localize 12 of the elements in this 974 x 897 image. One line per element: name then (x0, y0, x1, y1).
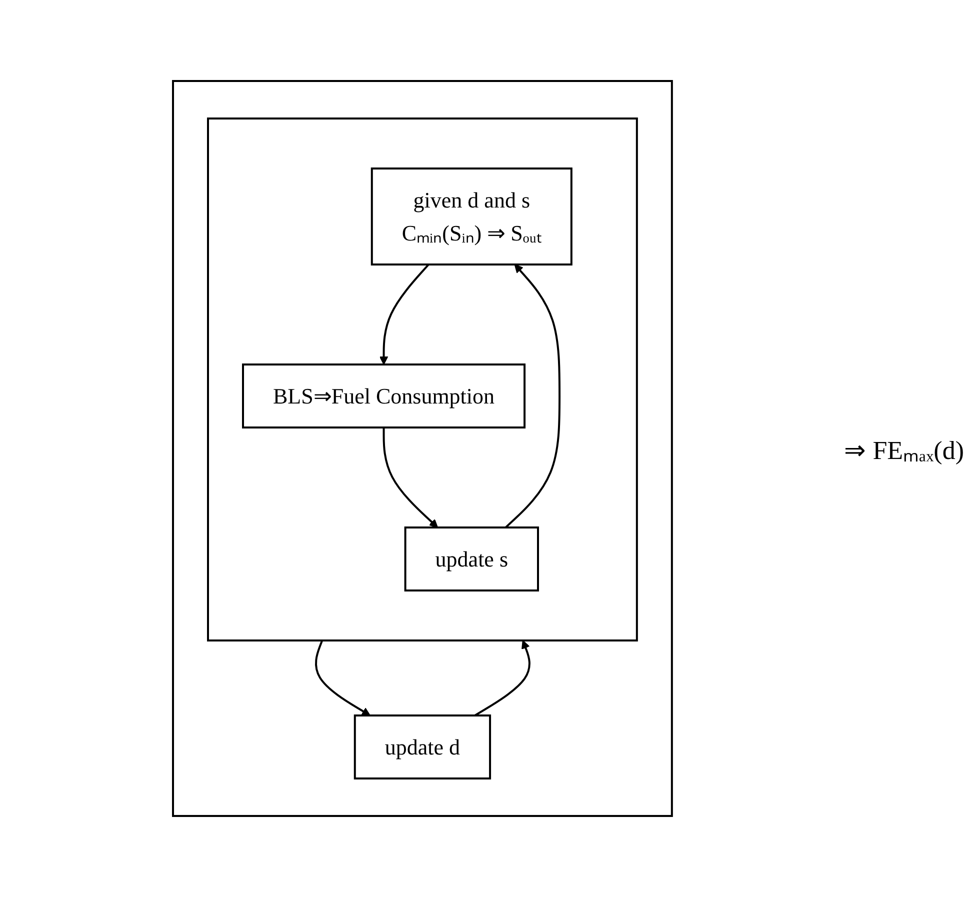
arrow (382, 428, 438, 528)
node-box: BLS⇒Fuel Consumption (242, 364, 526, 428)
cluster (206, 118, 638, 642)
node-box: update s (404, 526, 539, 592)
arrow (474, 640, 530, 716)
arrow (504, 264, 560, 528)
arrow (379, 264, 429, 365)
node-box: given d and s Cₘᵢₙ(Sᵢₙ) ⇒ Sₒᵤₜ (370, 168, 572, 266)
output-label: ⇒ FEₘₐₓ(d) (844, 434, 964, 466)
node-box: update d (354, 714, 491, 780)
cluster (172, 80, 673, 817)
arrow (314, 640, 370, 716)
